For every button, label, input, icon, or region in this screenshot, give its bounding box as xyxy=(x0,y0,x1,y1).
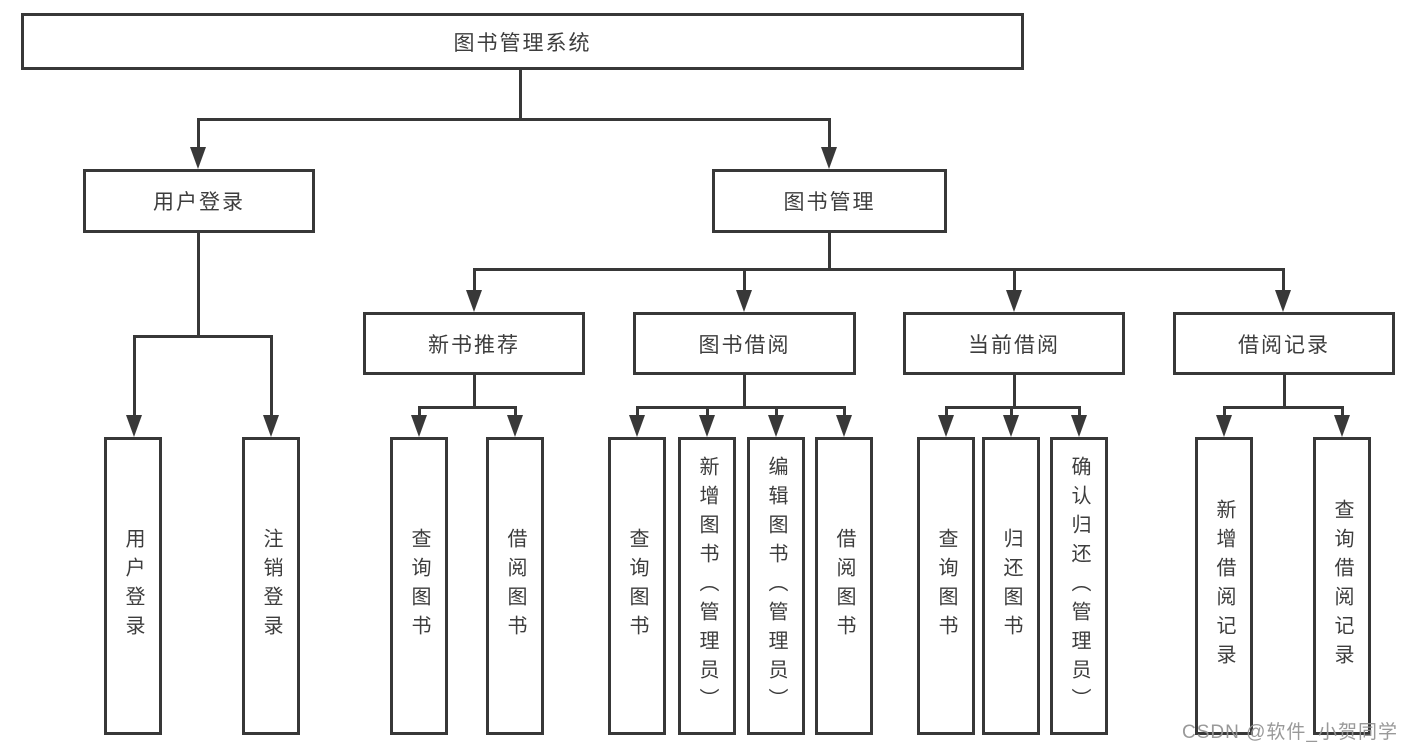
leaf-borrow-books-recommend: 借阅图书 xyxy=(486,437,544,735)
connector-stub xyxy=(1223,406,1226,417)
connector-group-bus xyxy=(637,406,844,409)
leaf-query-books-current-label: 查询图书 xyxy=(935,528,957,644)
node-current-borrowing-label: 当前借阅 xyxy=(968,333,1060,357)
node-library-system: 图书管理系统 xyxy=(21,13,1024,70)
connector-group-bus xyxy=(419,406,515,409)
node-book-borrowing-label: 图书借阅 xyxy=(698,333,791,357)
arrowhead-down xyxy=(466,290,482,312)
arrowhead-down xyxy=(821,147,837,169)
leaf-add-borrow-record-label: 新增借阅记录 xyxy=(1213,499,1235,673)
leaf-user-login: 用户登录 xyxy=(104,437,162,735)
leaf-query-books-recommend-label: 查询图书 xyxy=(408,528,430,644)
connector-group-stem xyxy=(743,375,746,406)
connector-group-stem xyxy=(1283,375,1286,406)
connector-stub xyxy=(418,406,421,417)
leaf-add-books-admin-label: 新增图书（管理员） xyxy=(696,455,718,717)
connector-book-mgmt-stem xyxy=(828,233,831,268)
leaf-query-books-current: 查询图书 xyxy=(917,437,975,735)
connector-stub xyxy=(1341,406,1344,417)
arrowhead-down xyxy=(507,415,523,437)
arrowhead-down xyxy=(1006,290,1022,312)
connector-stub xyxy=(1282,268,1285,293)
leaf-borrow-books-label: 借阅图书 xyxy=(833,528,855,644)
connector-stub xyxy=(636,406,639,417)
arrowhead-down xyxy=(938,415,954,437)
connector-root-bus xyxy=(197,118,831,121)
connector-stub xyxy=(270,335,273,417)
connector-stub xyxy=(197,118,200,150)
leaf-edit-books-admin: 编辑图书（管理员） xyxy=(747,437,805,735)
leaf-query-books-borrowing-label: 查询图书 xyxy=(626,528,648,644)
arrowhead-down xyxy=(629,415,645,437)
node-new-book-recommend: 新书推荐 xyxy=(363,312,585,375)
connector-stub xyxy=(706,406,709,417)
connector-group-bus xyxy=(1224,406,1342,409)
leaf-confirm-return-admin: 确认归还（管理员） xyxy=(1050,437,1108,735)
node-current-borrowing: 当前借阅 xyxy=(903,312,1125,375)
leaf-add-borrow-record: 新增借阅记录 xyxy=(1195,437,1253,735)
arrowhead-down xyxy=(411,415,427,437)
leaf-borrow-books-recommend-label: 借阅图书 xyxy=(504,528,526,644)
connector-stub xyxy=(1010,406,1013,417)
arrowhead-down xyxy=(126,415,142,437)
arrowhead-down xyxy=(1334,415,1350,437)
arrowhead-down xyxy=(1216,415,1232,437)
arrowhead-down xyxy=(736,290,752,312)
arrowhead-down xyxy=(1275,290,1291,312)
connector-stub xyxy=(828,118,831,150)
node-borrowing-records-label: 借阅记录 xyxy=(1238,333,1330,357)
csdn-watermark: CSDN @软件_小贺同学 xyxy=(1182,722,1398,743)
node-user-login-label: 用户登录 xyxy=(153,191,245,214)
arrowhead-down xyxy=(190,147,206,169)
connector-user-login-stem xyxy=(197,233,200,335)
connector-stub xyxy=(1078,406,1081,417)
leaf-edit-books-admin-label: 编辑图书（管理员） xyxy=(765,455,787,717)
leaf-return-books-label: 归还图书 xyxy=(1000,528,1022,644)
leaf-query-borrow-record-label: 查询借阅记录 xyxy=(1331,499,1353,673)
leaf-logout-label: 注销登录 xyxy=(260,528,282,644)
node-borrowing-records: 借阅记录 xyxy=(1173,312,1395,375)
connector-group-stem xyxy=(1013,375,1016,406)
arrowhead-down xyxy=(768,415,784,437)
leaf-return-books: 归还图书 xyxy=(982,437,1040,735)
connector-stub xyxy=(1013,268,1016,293)
leaf-query-books-recommend: 查询图书 xyxy=(390,437,448,735)
connector-stub xyxy=(514,406,517,417)
leaf-borrow-books: 借阅图书 xyxy=(815,437,873,735)
connector-stub xyxy=(473,268,476,293)
node-book-management-label: 图书管理 xyxy=(783,191,876,214)
arrowhead-down xyxy=(1003,415,1019,437)
node-book-borrowing: 图书借阅 xyxy=(633,312,856,375)
connector-stub xyxy=(133,335,136,417)
node-user-login: 用户登录 xyxy=(83,169,315,233)
connector-user-login-bus xyxy=(133,335,272,338)
arrowhead-down xyxy=(1071,415,1087,437)
arrowhead-down xyxy=(263,415,279,437)
connector-stub xyxy=(843,406,846,417)
node-book-management: 图书管理 xyxy=(712,169,947,233)
connector-group-stem xyxy=(473,375,476,406)
leaf-query-borrow-record: 查询借阅记录 xyxy=(1313,437,1371,735)
connector-book-mgmt-bus xyxy=(473,268,1284,271)
connector-root-stem xyxy=(519,70,522,118)
connector-stub xyxy=(775,406,778,417)
leaf-logout: 注销登录 xyxy=(242,437,300,735)
arrowhead-down xyxy=(836,415,852,437)
leaf-add-books-admin: 新增图书（管理员） xyxy=(678,437,736,735)
node-new-book-recommend-label: 新书推荐 xyxy=(428,333,520,357)
connector-stub xyxy=(945,406,948,417)
arrowhead-down xyxy=(699,415,715,437)
leaf-query-books-borrowing: 查询图书 xyxy=(608,437,666,735)
leaf-confirm-return-admin-label: 确认归还（管理员） xyxy=(1068,455,1090,717)
connector-stub xyxy=(743,268,746,293)
node-library-system-label: 图书管理系统 xyxy=(453,31,592,55)
leaf-user-login-label: 用户登录 xyxy=(122,528,144,644)
